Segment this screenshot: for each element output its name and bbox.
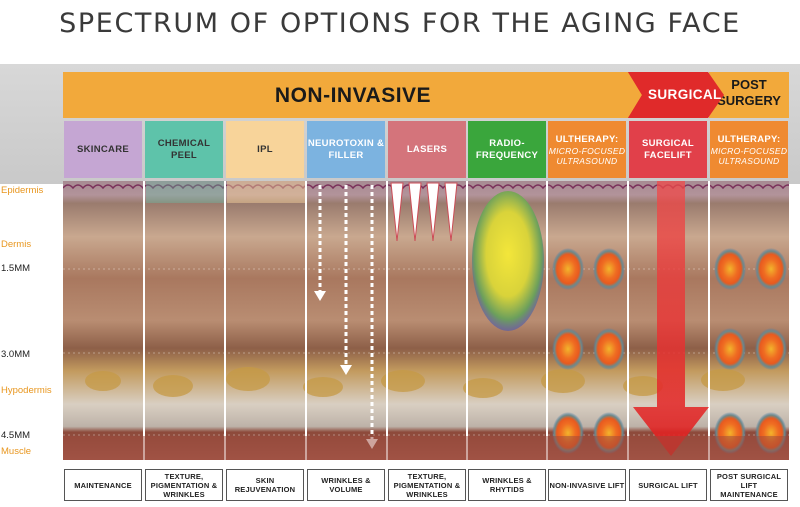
- layer-hypodermis: Hypodermis: [1, 385, 52, 396]
- non-invasive-banner: NON-INVASIVE: [63, 72, 643, 118]
- column-header-title: ULTHERAPY:: [717, 133, 781, 145]
- category-banner: NON-INVASIVE POST SURGERY SURGICAL: [63, 72, 789, 118]
- non-invasive-label: NON-INVASIVE: [274, 84, 432, 107]
- column-footer-2: SKIN REJUVENATION: [226, 469, 304, 501]
- layer-muscle: Muscle: [1, 446, 32, 457]
- column-footer-4: TEXTURE, PIGMENTATION & WRINKLES: [388, 469, 466, 501]
- column-header-3: NEUROTOXIN & FILLER: [307, 121, 385, 178]
- surgical-arrow-shape: [628, 72, 724, 118]
- column-header-subtitle: MICRO-FOCUSED ULTRASOUND: [710, 145, 788, 166]
- column-footer-7: SURGICAL LIFT: [629, 469, 707, 501]
- column-footer-8: POST SURGICAL LIFT MAINTENANCE: [710, 469, 788, 501]
- layer-epidermis: Epidermis: [1, 185, 44, 196]
- column-footer-6: NON-INVASIVE LIFT: [548, 469, 626, 501]
- column-footer-1: TEXTURE, PIGMENTATION & WRINKLES: [145, 469, 223, 501]
- post-surgery-label: POST SURGERY: [717, 77, 781, 108]
- column-header-7: SURGICAL FACELIFT: [629, 121, 707, 178]
- column-header-title: SKINCARE: [76, 143, 129, 155]
- page-title: SPECTRUM OF OPTIONS FOR THE AGING FACE: [59, 8, 741, 39]
- layer-dermis: Dermis: [1, 239, 32, 250]
- column-footer-3: WRINKLES & VOLUME: [307, 469, 385, 501]
- depth-1-5mm: 1.5MM: [1, 263, 31, 274]
- column-footer-5: WRINKLES & RHYTIDS: [468, 469, 546, 501]
- column-header-8: ULTHERAPY:MICRO-FOCUSED ULTRASOUND: [710, 121, 788, 178]
- skin-cross-section: [63, 181, 789, 460]
- column-header-4: LASERS: [388, 121, 466, 178]
- column-header-6: ULTHERAPY:MICRO-FOCUSED ULTRASOUND: [548, 121, 626, 178]
- column-header-5: RADIO-FREQUENCY: [468, 121, 546, 178]
- column-header-1: CHEMICAL PEEL: [145, 121, 223, 178]
- column-header-title: ULTHERAPY:: [555, 133, 619, 145]
- column-header-title: RADIO-FREQUENCY: [475, 137, 539, 161]
- column-footer-0: MAINTENANCE: [64, 469, 142, 501]
- surgical-label: SURGICAL: [648, 87, 722, 102]
- column-header-title: SURGICAL FACELIFT: [641, 137, 694, 161]
- column-header-title: CHEMICAL PEEL: [157, 137, 211, 161]
- depth-4-5mm: 4.5MM: [1, 430, 31, 441]
- depth-3-0mm: 3.0MM: [1, 349, 31, 360]
- column-header-0: SKINCARE: [64, 121, 142, 178]
- column-header-title: LASERS: [406, 143, 448, 155]
- column-header-title: NEUROTOXIN & FILLER: [307, 137, 385, 161]
- column-header-2: IPL: [226, 121, 304, 178]
- column-header-subtitle: MICRO-FOCUSED ULTRASOUND: [548, 145, 626, 166]
- column-header-title: IPL: [257, 143, 273, 155]
